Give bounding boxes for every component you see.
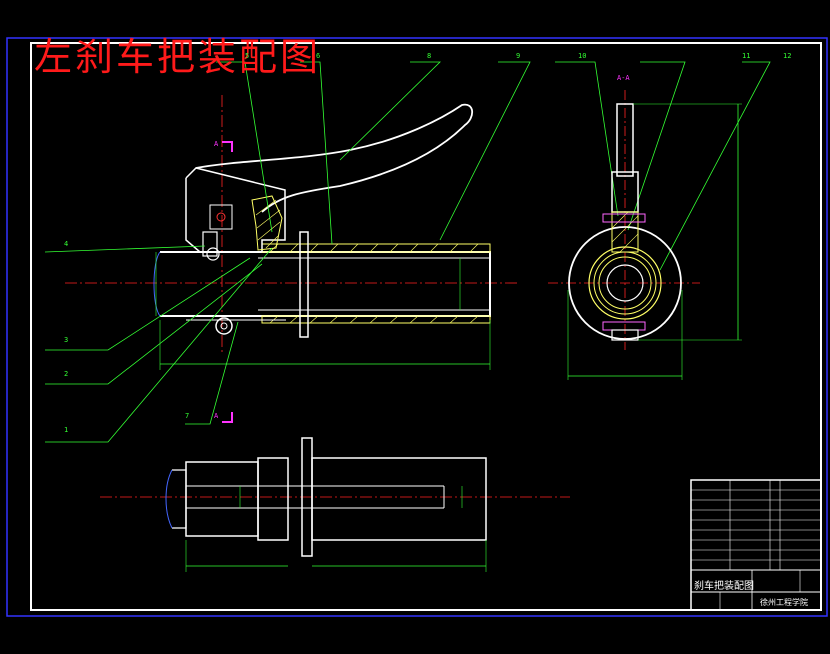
title-block [690,479,822,611]
section-mark-a-top: A [214,140,219,148]
callout-12: 12 [783,52,792,60]
callout-2: 2 [64,370,69,378]
section-mark-a-bottom: A [214,412,219,420]
callout-5: 5 [245,52,250,60]
title-block-drawing-name: 刹车把装配图 [694,581,754,592]
main-view [65,95,520,423]
outer-border [6,37,828,617]
drawing-frame [30,42,822,611]
section-label-aa: A-A [617,74,630,82]
callout-11: 11 [742,52,751,60]
callout-4: 4 [64,240,69,248]
title-block-organization: 徐州工程学院 [760,598,808,607]
section-view-aa [548,90,742,380]
callout-leaders [44,61,771,443]
bottom-view [100,437,570,572]
callout-9: 9 [516,52,521,60]
callout-10: 10 [578,52,587,60]
callout-7: 7 [185,412,190,420]
drawing-title: 左刹车把装配图 [34,35,322,79]
callout-8: 8 [427,52,432,60]
callout-3: 3 [64,336,69,344]
callout-1: 1 [64,426,69,434]
callout-6: 6 [316,52,321,60]
